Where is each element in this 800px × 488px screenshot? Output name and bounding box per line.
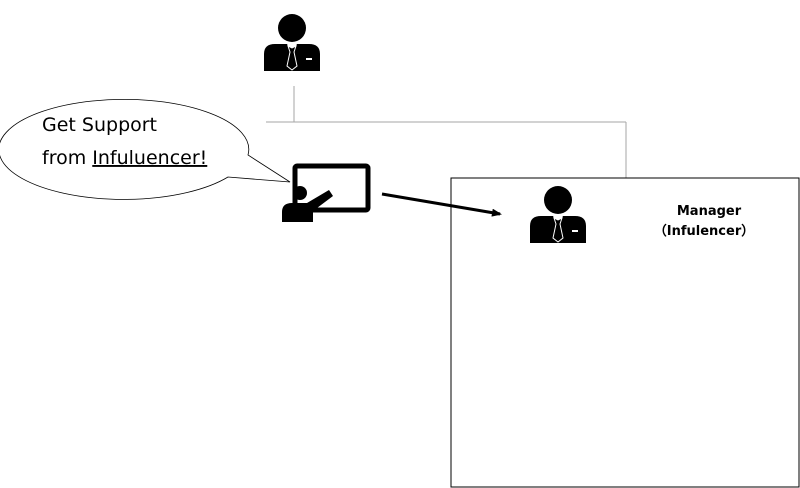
speech-bubble: Get Support from Infuluencer! bbox=[0, 99, 291, 200]
manager-businessman-icon bbox=[530, 186, 586, 243]
speech-bubble-shape bbox=[0, 99, 291, 200]
businessman-icon bbox=[264, 14, 320, 71]
manager-subtitle: （Infulencer） bbox=[654, 223, 754, 239]
bubble-line-2: from Infuluencer! bbox=[42, 147, 207, 169]
manager-title: Manager bbox=[677, 204, 742, 219]
connector-lines bbox=[266, 86, 627, 178]
arrow-to-manager bbox=[381, 192, 502, 217]
bubble-influencer-emphasis: Infuluencer! bbox=[92, 147, 207, 169]
bubble-line-2-prefix: from bbox=[42, 147, 92, 169]
presenter-at-board-icon bbox=[282, 163, 371, 222]
manager-box bbox=[450, 177, 800, 488]
bubble-line-1: Get Support bbox=[42, 114, 157, 136]
